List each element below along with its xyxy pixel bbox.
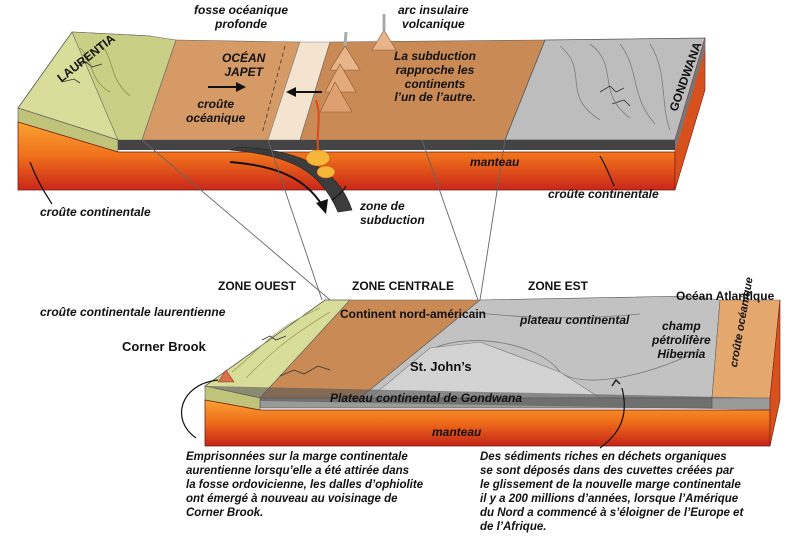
connector-lines (141, 139, 506, 301)
continental-shelf-label: plateau continental (520, 313, 630, 327)
left-continental-crust-label: croûte continentale (40, 205, 151, 219)
hibernia-label: champ pétrolifère Hibernia (652, 319, 711, 361)
caption-left-line-4: ont émergé à nouveau au voisinage de (186, 493, 398, 506)
top-mantle-label: manteau (470, 155, 520, 169)
note-line-1: La subduction (394, 49, 476, 63)
ocean-line-1: OCÉAN (222, 51, 266, 65)
hibernia-line-1: champ (662, 319, 701, 333)
sz-line-2: subduction (360, 212, 425, 227)
bottom-mantle-label: manteau (432, 425, 482, 439)
caption-left-line-2: aurentienne lorsqu’elle a été attirée da… (186, 465, 410, 478)
hibernia-line-2: pétrolifère (652, 332, 711, 347)
zone-est-label: ZONE EST (528, 279, 589, 293)
bottom-block (204, 295, 781, 447)
ocean-line-2: JAPET (224, 64, 264, 79)
fosse-line-1: fosse océanique (194, 3, 289, 17)
hibernia-line-3: Hibernia (657, 346, 706, 361)
zone-ouest-label: ZONE OUEST (218, 279, 297, 293)
fosse-label: fosse océanique profonde (194, 3, 289, 32)
caption-right-line-5: du Nord a commencé à s’éloigner de l’Eur… (480, 507, 744, 520)
bottom-mantle-side (769, 299, 781, 447)
fosse-line-2: profonde (215, 16, 268, 31)
sz-line-1: zone de (360, 199, 405, 213)
caption-right-line-1: Des sédiments riches en déchets organiqu… (480, 451, 727, 463)
gondwana-plateau-label: Plateau continental de Gondwana (330, 391, 523, 405)
arc-line-2: volcanique (402, 16, 465, 31)
note-line-2: rapproche les (395, 62, 475, 77)
oc-line-1: croûte (197, 97, 235, 111)
st-johns-label: St. John’s (410, 359, 472, 374)
subducting-slab (229, 146, 353, 213)
caption-right-line-6: de l’Afrique. (480, 521, 547, 534)
top-oceanic-crust-label: croûte océanique (186, 97, 246, 126)
north-american-continent-label: Continent nord-américain (340, 307, 487, 321)
top-block (17, 14, 706, 214)
volcano-4 (371, 29, 397, 51)
caption-right-line-4: il y a 200 millions d’années, lorsque l’… (480, 493, 739, 506)
note-line-3: continents (404, 76, 466, 91)
caption-right-line-2: se sont déposés dans des cuvettes créées… (480, 465, 734, 478)
volcano-3 (319, 81, 353, 113)
caption-left-line-1: Emprisonnées sur la marge continentale (186, 451, 408, 463)
volcano-1 (329, 45, 361, 71)
pointer-lines (29, 155, 625, 449)
caption-left-line-5: Corner Brook. (186, 507, 264, 520)
caption-sediments: Des sédiments riches en déchets organiqu… (480, 450, 743, 534)
subduction-zone-label: zone de subduction (360, 199, 425, 228)
oc-line-2: océanique (186, 110, 246, 125)
ocean-japet-label: OCÉAN JAPET (222, 51, 266, 80)
caption-right-line-3: le glissement de la nouvelle marge conti… (480, 479, 741, 492)
corner-brook-label: Corner Brook (122, 339, 206, 354)
atlantic-ocean-label: Océan Atlantique (676, 289, 775, 303)
caption-left-line-3: la fosse ordovicienne, les dalles d’ophi… (186, 479, 424, 492)
subduction-note: La subduction rapproche les continents l… (394, 49, 476, 105)
arc-line-1: arc insulaire (398, 3, 469, 17)
caption-ophiolite: Emprisonnées sur la marge continentale a… (186, 450, 423, 520)
arc-label: arc insulaire volcanique (398, 3, 469, 32)
note-line-4: l’un de l’autre. (394, 90, 476, 105)
right-continental-crust-label: croûte continentale (548, 187, 659, 201)
laurentian-crust-label: croûte continentale laurentienne (40, 305, 226, 319)
zone-centrale-label: ZONE CENTRALE (352, 279, 454, 293)
